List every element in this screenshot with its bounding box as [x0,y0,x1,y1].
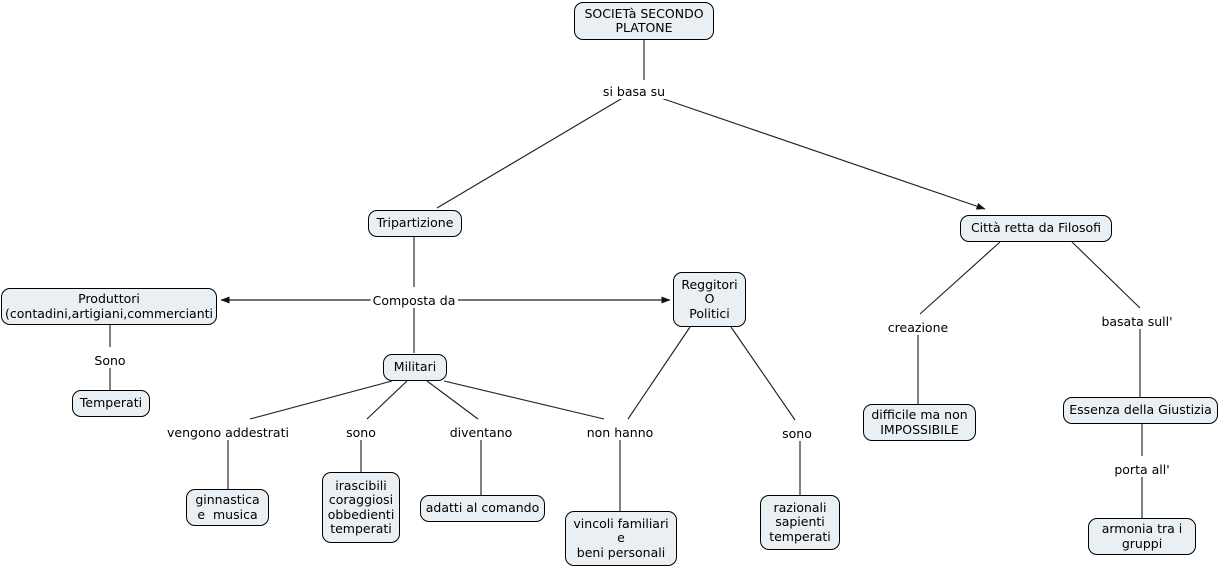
edge-militari-to-nonhanno [443,380,605,420]
edge-sibasasu-to-tripartizione [436,95,627,209]
link-label-sono-reggitori: sono [780,426,814,441]
edge-reggitori-to-nonhanno [627,326,691,420]
edge-citta-to-creazione [919,241,1001,315]
edge-militari-to-sono [366,380,408,420]
edge-militari-to-vengono [249,380,393,420]
link-label-non-hanno: non hanno [584,425,656,440]
link-label-sono-produttori: Sono [92,353,128,368]
node-tripartizione[interactable]: Tripartizione [368,210,462,237]
link-label-composta-da: Composta da [370,293,458,308]
node-razionali[interactable]: razionali sapienti temperati [760,495,840,550]
node-irascibili[interactable]: irascibili coraggiosi obbedienti tempera… [322,472,400,543]
edge-militari-to-diventano [426,380,479,420]
node-difficile[interactable]: difficile ma non IMPOSSIBILE [863,404,976,441]
node-reggitori[interactable]: Reggitori O Politici [673,272,746,327]
node-militari[interactable]: Militari [383,354,447,381]
edge-group [109,40,1143,518]
link-label-porta-all: porta all' [1112,462,1172,477]
node-citta[interactable]: Città retta da Filosofi [960,215,1112,242]
node-ginnastica[interactable]: ginnastica e musica [186,489,269,526]
edge-reggitori-to-sono [730,326,796,421]
edge-sibasasu-to-citta [654,95,986,210]
node-societa[interactable]: SOCIETà SECONDO PLATONE [574,2,714,40]
link-label-diventano: diventano [447,425,515,440]
node-temperati[interactable]: Temperati [72,390,150,417]
node-vincoli[interactable]: vincoli familiari e beni personali [565,511,677,566]
link-label-creazione: creazione [885,320,951,335]
node-armonia[interactable]: armonia tra i gruppi [1088,518,1196,555]
node-produttori[interactable]: Produttori (contadini,artigiani,commerci… [1,288,217,325]
link-label-si-basa-su: si basa su [600,84,668,99]
link-label-basata-sull: basata sull' [1099,314,1175,329]
link-label-sono-militari: sono [344,425,378,440]
link-label-vengono-addestrati: vengono addestrati [165,425,291,440]
edge-citta-to-basata [1071,241,1141,309]
node-adatti[interactable]: adatti al comando [420,495,545,522]
node-essenza[interactable]: Essenza della Giustizia [1063,397,1218,424]
